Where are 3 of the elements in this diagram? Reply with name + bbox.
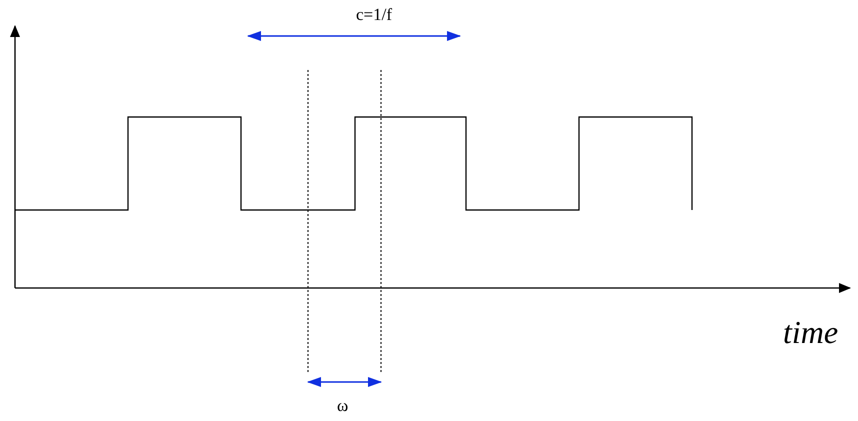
dimension-label: ω: [337, 396, 348, 416]
dimension-label: c=1/f: [356, 5, 392, 25]
axis-label: time: [783, 314, 838, 351]
